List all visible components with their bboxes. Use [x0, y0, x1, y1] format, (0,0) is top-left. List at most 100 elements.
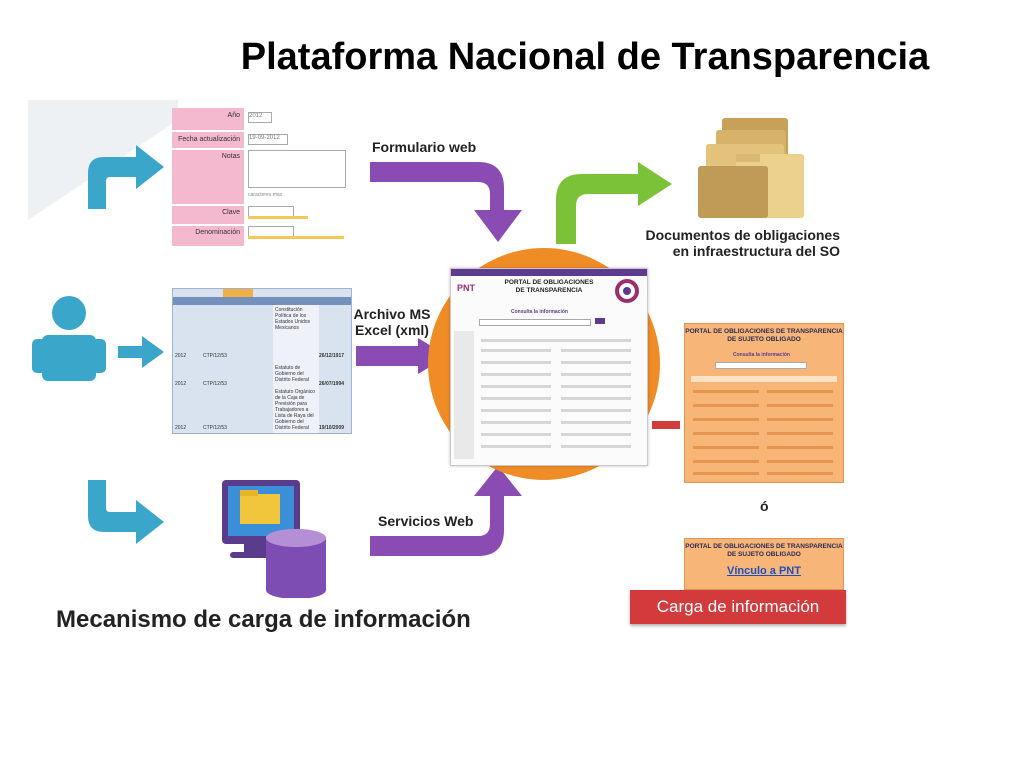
central-portal-mockup: PNT PORTAL DE OBLIGACIONES DE TRANSPAREN…	[450, 268, 648, 466]
so-portal-line	[693, 446, 759, 449]
excel-cell-date: 26/07/1994	[319, 381, 345, 387]
so-portal-mockup: PORTAL DE OBLIGACIONES DE TRANSPARENCIA …	[684, 323, 844, 483]
so-portal-line	[767, 390, 833, 393]
portal-line	[561, 361, 631, 364]
excel-cell-year: 2012	[175, 425, 187, 431]
form-hint-line	[248, 236, 344, 239]
folders-icon	[698, 118, 804, 218]
excel-cell-text: Estatuto de Gobierno del Distrito Federa…	[275, 365, 309, 383]
portal-line	[481, 339, 631, 342]
portal-center-title: PORTAL DE OBLIGACIONES DE TRANSPARENCIA	[493, 279, 605, 295]
so-portal-link-mockup: PORTAL DE OBLIGACIONES DE TRANSPARENCIA …	[684, 538, 844, 590]
so-portal-title: PORTAL DE OBLIGACIONES DE TRANSPARENCIA …	[685, 324, 843, 344]
so-portal-link-title: PORTAL DE OBLIGACIONES DE TRANSPARENCIA …	[685, 539, 843, 559]
so-portal-line	[693, 390, 759, 393]
so-portal-title-line2: DE SUJETO OBLIGADO	[727, 336, 801, 343]
portal-line	[561, 409, 631, 412]
excel-cell-code: CTP/12/53	[203, 425, 227, 431]
excel-cell-date: 19/10/2009	[319, 425, 345, 431]
label-servicios-web: Servicios Web	[378, 513, 474, 529]
so-portal-link-title-line2: DE SUJETO OBLIGADO	[727, 551, 801, 558]
so-portal-line	[767, 418, 833, 421]
computer-database-icon	[222, 480, 326, 598]
form-label-denominacion: Denominación	[172, 226, 244, 246]
so-portal-band	[691, 376, 837, 382]
portal-topbar	[451, 269, 647, 276]
excel-sheet-mockup: 2012 CTP/12/53 Constitución Política de …	[172, 288, 352, 434]
excel-tab	[223, 289, 253, 297]
so-portal-line	[693, 418, 759, 421]
purple-arrow-excel-icon	[356, 338, 448, 374]
so-portal-consult: Consulta la información	[733, 352, 790, 358]
pnt-logo: PNT	[457, 283, 475, 293]
so-portal-line	[693, 472, 759, 475]
portal-center-search	[479, 319, 591, 326]
green-arrow-icon	[556, 162, 672, 244]
so-portal-line	[767, 472, 833, 475]
slide-title: Plataforma Nacional de Transparencia	[240, 36, 930, 78]
excel-cell-code: CTP/12/53	[203, 381, 227, 387]
label-documentos-line2: en infraestructura del SO	[672, 243, 840, 259]
carga-informacion-box: Carga de información	[630, 590, 846, 624]
label-documentos: Documentos de obligaciones en infraestru…	[640, 227, 840, 259]
label-formulario-web: Formulario web	[372, 139, 477, 155]
excel-text-column	[273, 305, 319, 433]
portal-center-consult: Consulta la información	[511, 309, 568, 315]
portal-center-title-line2: DE TRANSPARENCIA	[515, 287, 583, 294]
label-documentos-line1: Documentos de obligaciones	[645, 227, 840, 243]
cyan-arrow-up-icon	[88, 145, 164, 209]
label-mecanismo: Mecanismo de carga de información	[56, 606, 471, 633]
form-label-date: Fecha actualización	[172, 132, 244, 148]
portal-line	[561, 433, 631, 436]
so-portal-line	[693, 404, 759, 407]
form-notes-hint: caracteres max	[248, 192, 283, 198]
portal-line	[481, 433, 551, 436]
portal-line	[481, 373, 551, 376]
excel-cell-date: 26/12/1917	[319, 353, 345, 359]
so-portal-line	[767, 404, 833, 407]
label-archivo-excel: Archivo MS Excel (xml)	[352, 306, 432, 338]
vinculo-pnt-link[interactable]: Vínculo a PNT	[727, 565, 801, 577]
user-icon	[32, 296, 106, 381]
portal-line	[561, 385, 631, 388]
so-portal-search	[715, 362, 807, 369]
portal-center-title-line1: PORTAL DE OBLIGACIONES	[504, 279, 594, 286]
portal-center-sidebar	[454, 331, 474, 459]
so-portal-line	[767, 432, 833, 435]
purple-arrow-form-icon	[370, 162, 522, 242]
cyan-arrow-down-icon	[88, 480, 164, 544]
cyan-arrow-right-icon	[118, 336, 164, 368]
so-portal-line	[767, 460, 833, 463]
form-label-clave: Clave	[172, 206, 244, 224]
portal-center-search-button	[595, 318, 605, 324]
form-label-year: Año	[172, 108, 244, 130]
portal-line	[561, 397, 631, 400]
portal-line	[481, 361, 551, 364]
portal-line	[561, 373, 631, 376]
form-input-year: 2012	[248, 112, 272, 123]
form-input-notes	[248, 150, 346, 188]
portal-line	[561, 445, 631, 448]
so-portal-title-line1: PORTAL DE OBLIGACIONES DE TRANSPARENCIA	[685, 328, 843, 335]
portal-line	[481, 385, 551, 388]
form-hint-line	[248, 216, 308, 219]
or-separator: ó	[760, 498, 769, 514]
so-portal-line	[693, 460, 759, 463]
purple-arrow-services-icon	[370, 466, 522, 556]
portal-line	[561, 421, 631, 424]
excel-cell-text: Estatuto Orgánico de la Caja de Previsió…	[275, 389, 316, 431]
so-portal-line	[693, 432, 759, 435]
so-portal-line	[767, 446, 833, 449]
portal-line	[481, 445, 551, 448]
portal-emblem-icon	[615, 279, 639, 303]
excel-cell-code: CTP/12/53	[203, 353, 227, 359]
form-input-date: 19-09-2012	[248, 134, 288, 145]
label-excel-xml: Excel (xml)	[355, 322, 429, 338]
so-portal-link-title-line1: PORTAL DE OBLIGACIONES DE TRANSPARENCIA	[685, 543, 843, 550]
portal-line	[481, 409, 551, 412]
portal-line	[481, 349, 551, 352]
portal-line	[561, 349, 631, 352]
form-label-notes: Notas	[172, 150, 244, 204]
portal-line	[481, 397, 551, 400]
excel-cell-year: 2012	[175, 381, 187, 387]
